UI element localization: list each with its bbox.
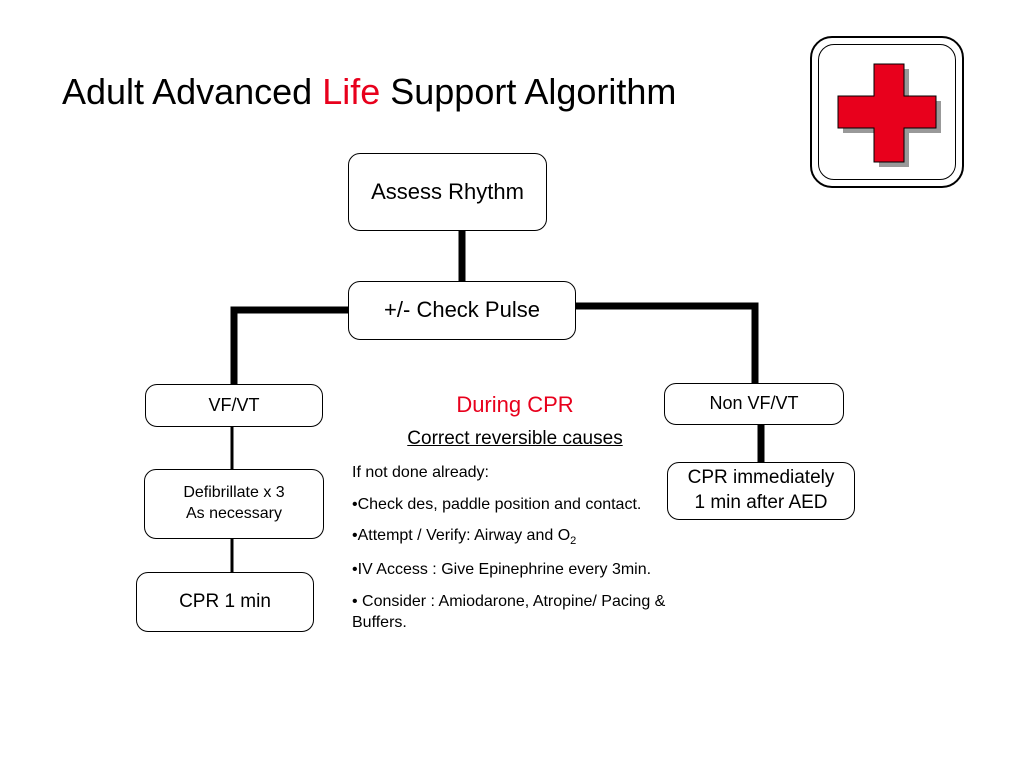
vf-vt-label: VF/VT — [208, 394, 260, 415]
connector-pulse-to-nonvfvt — [576, 302, 759, 384]
title-part-2: Support Algorithm — [380, 71, 677, 112]
red-cross-icon — [837, 63, 941, 167]
assess-rhythm-node: Assess Rhythm — [348, 153, 547, 231]
airway-item-text: •Attempt / Verify: Airway and O — [352, 527, 571, 545]
defibrillate-line-2: As necessary — [185, 505, 283, 522]
connector-pulse-to-vfvt — [230, 306, 350, 384]
list-item: •Attempt / Verify: Airway and O2 — [352, 525, 682, 549]
page-title: Adult Advanced Life Support Algorithm — [62, 72, 676, 112]
oxygen-subscript: 2 — [570, 535, 577, 548]
list-item: •Check des, paddle position and contact. — [352, 495, 642, 513]
defibrillate-node: Defibrillate x 3 As necessary — [144, 469, 324, 539]
non-vf-vt-label: Non VF/VT — [709, 393, 799, 414]
cpr-immediately-line-1: CPR immediately — [687, 467, 835, 489]
during-cpr-intro: If not done already: — [352, 464, 489, 481]
during-cpr-heading: During CPR — [456, 392, 574, 417]
check-pulse-label: +/- Check Pulse — [384, 297, 540, 323]
during-cpr-subheading: Correct reversible causes — [407, 428, 623, 449]
list-item: •IV Access : Give Epinephrine every 3min… — [352, 561, 652, 579]
non-vf-vt-node: Non VF/VT — [664, 383, 844, 425]
assess-rhythm-label: Assess Rhythm — [371, 178, 524, 204]
title-highlight: Life — [322, 71, 381, 112]
cpr-1-min-node: CPR 1 min — [136, 572, 314, 632]
cpr-1-min-label: CPR 1 min — [179, 590, 271, 612]
list-item: • Consider : Amiodarone, Atropine/ Pacin… — [352, 592, 666, 632]
red-cross-logo — [810, 36, 964, 188]
title-part-1: Adult Advanced — [62, 71, 323, 112]
logo-inner-border — [818, 44, 956, 180]
cpr-immediately-line-2: 1 min after AED — [694, 492, 828, 513]
check-pulse-node: +/- Check Pulse — [348, 281, 576, 340]
during-cpr-list: If not done already: •Check des, paddle … — [352, 462, 682, 644]
cpr-immediately-node: CPR immediately 1 min after AED — [667, 462, 855, 520]
defibrillate-line-1: Defibrillate x 3 — [183, 484, 285, 502]
vf-vt-node: VF/VT — [145, 384, 323, 427]
